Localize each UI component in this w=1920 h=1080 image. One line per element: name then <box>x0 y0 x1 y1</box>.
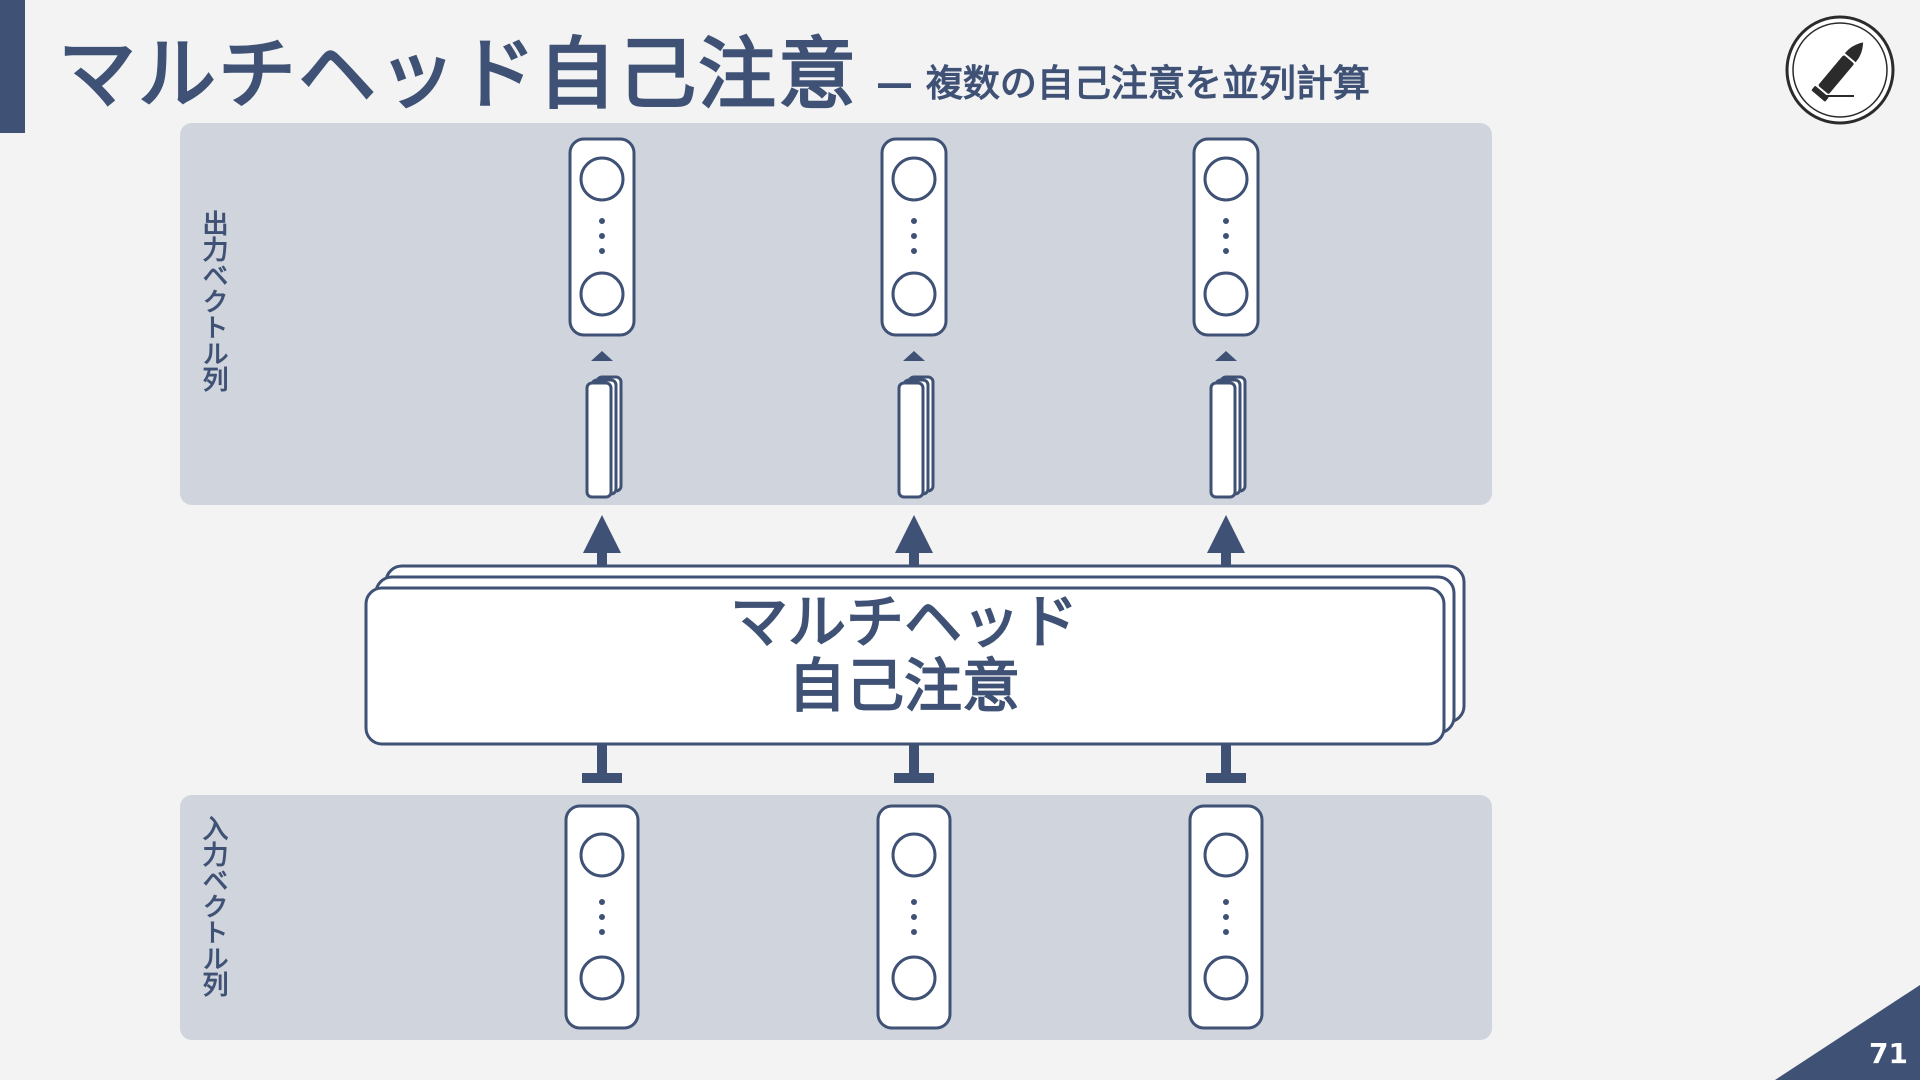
input-connector-2 <box>894 743 934 783</box>
page-subtitle: — 複数の自己注意を並列計算 <box>876 62 1370 105</box>
main-arrow-2 <box>895 515 933 577</box>
output-column-3 <box>1192 137 1260 499</box>
input-connector-3 <box>1206 743 1246 783</box>
output-vector-label: 出力ベクトル列 <box>198 210 228 392</box>
multi-head-attention-block <box>364 564 1466 746</box>
main-arrow-1 <box>583 515 621 577</box>
input-vector-3 <box>1188 804 1264 1030</box>
input-panel <box>180 795 1492 1040</box>
input-connector-1 <box>582 743 622 783</box>
corner-triangle <box>1775 985 1920 1080</box>
head-output-stack-1 <box>585 375 623 499</box>
output-vector-3 <box>1192 137 1260 337</box>
block-label-line-2: 自己注意 <box>787 652 1020 720</box>
main-arrow-3 <box>1207 515 1245 577</box>
output-panel <box>180 123 1492 505</box>
input-vector-1 <box>564 804 640 1030</box>
input-vector-2 <box>876 804 952 1030</box>
small-arrow-3 <box>1215 351 1237 361</box>
head-output-stack-3 <box>1209 375 1247 499</box>
output-column-1 <box>568 137 636 499</box>
output-vector-1 <box>568 137 636 337</box>
small-arrow-2 <box>903 351 925 361</box>
page-number: 71 <box>1869 1037 1908 1070</box>
multi-head-attention-label: マルチヘッド 自己注意 <box>366 590 1442 718</box>
page-number-corner: 71 <box>1775 985 1920 1080</box>
input-vector-label: 入力ベクトル列 <box>198 815 228 997</box>
bullet-icon <box>1785 15 1895 125</box>
small-arrow-1 <box>591 351 613 361</box>
head-output-stack-2 <box>897 375 935 499</box>
block-label-line-1: マルチヘッド <box>729 588 1078 656</box>
title-accent-bar <box>0 0 25 133</box>
output-vector-2 <box>880 137 948 337</box>
output-column-2 <box>880 137 948 499</box>
title-row: マルチヘッド自己注意 — 複数の自己注意を並列計算 <box>58 14 1370 114</box>
page-title: マルチヘッド自己注意 <box>58 30 859 120</box>
